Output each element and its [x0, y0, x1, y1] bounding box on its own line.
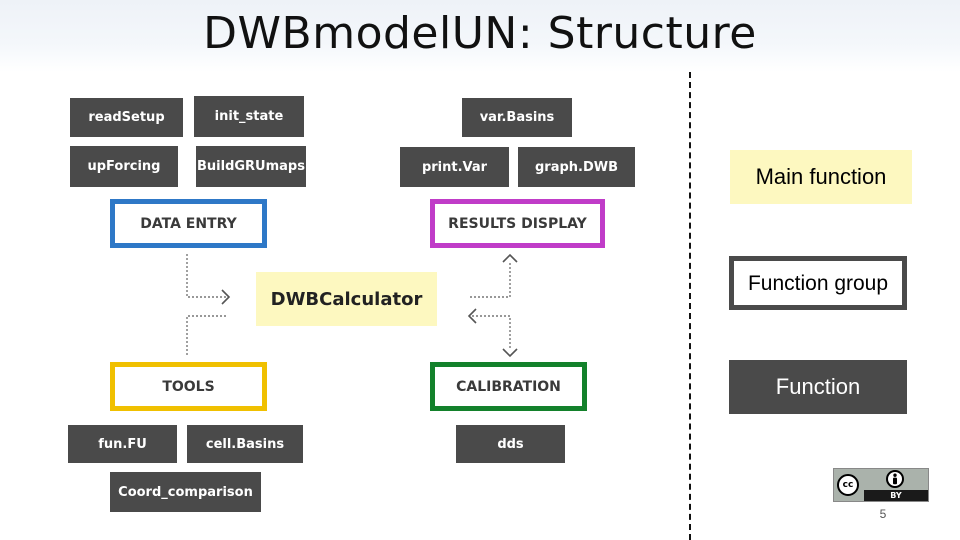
connector-calibration — [472, 315, 511, 348]
arrow-head-down — [502, 348, 518, 358]
arrow-head-right — [221, 289, 231, 305]
group-data-entry: DATA ENTRY — [110, 199, 267, 248]
arrow-head-left — [467, 308, 477, 324]
function-read-setup: readSetup — [70, 98, 183, 137]
legend-function: Function — [729, 360, 907, 414]
function-fun-fu: fun.FU — [68, 425, 177, 463]
function-graph-dwb: graph.DWB — [518, 147, 635, 187]
legend-main-function: Main function — [730, 150, 912, 204]
function-init-state: init_state — [194, 96, 304, 137]
by-label: BY — [890, 491, 902, 500]
group-tools: TOOLS — [110, 362, 267, 411]
vertical-divider — [689, 72, 691, 540]
slide-title: DWBmodelUN: Structure — [203, 8, 757, 59]
main-function-dwbcalculator: DWBCalculator — [256, 272, 437, 326]
function-build-grumaps: BuildGRUmaps — [196, 146, 306, 187]
person-icon — [886, 470, 904, 488]
arrow-head-up — [502, 253, 518, 263]
connector-results — [470, 262, 511, 298]
cc-by-license-badge: cc BY — [833, 468, 929, 502]
function-coord-comparison: Coord_comparison — [110, 472, 261, 512]
cc-icon: cc — [837, 474, 859, 496]
function-var-basins: var.Basins — [462, 98, 572, 137]
function-cell-basins: cell.Basins — [187, 425, 303, 463]
page-number: 5 — [879, 507, 887, 521]
function-up-forcing: upForcing — [70, 146, 178, 187]
group-results-display: RESULTS DISPLAY — [430, 199, 605, 248]
connector-tools — [186, 315, 228, 355]
legend-function-group: Function group — [729, 256, 907, 310]
function-print-var: print.Var — [400, 147, 509, 187]
group-calibration: CALIBRATION — [430, 362, 587, 411]
function-dds: dds — [456, 425, 565, 463]
title-band — [0, 0, 960, 72]
